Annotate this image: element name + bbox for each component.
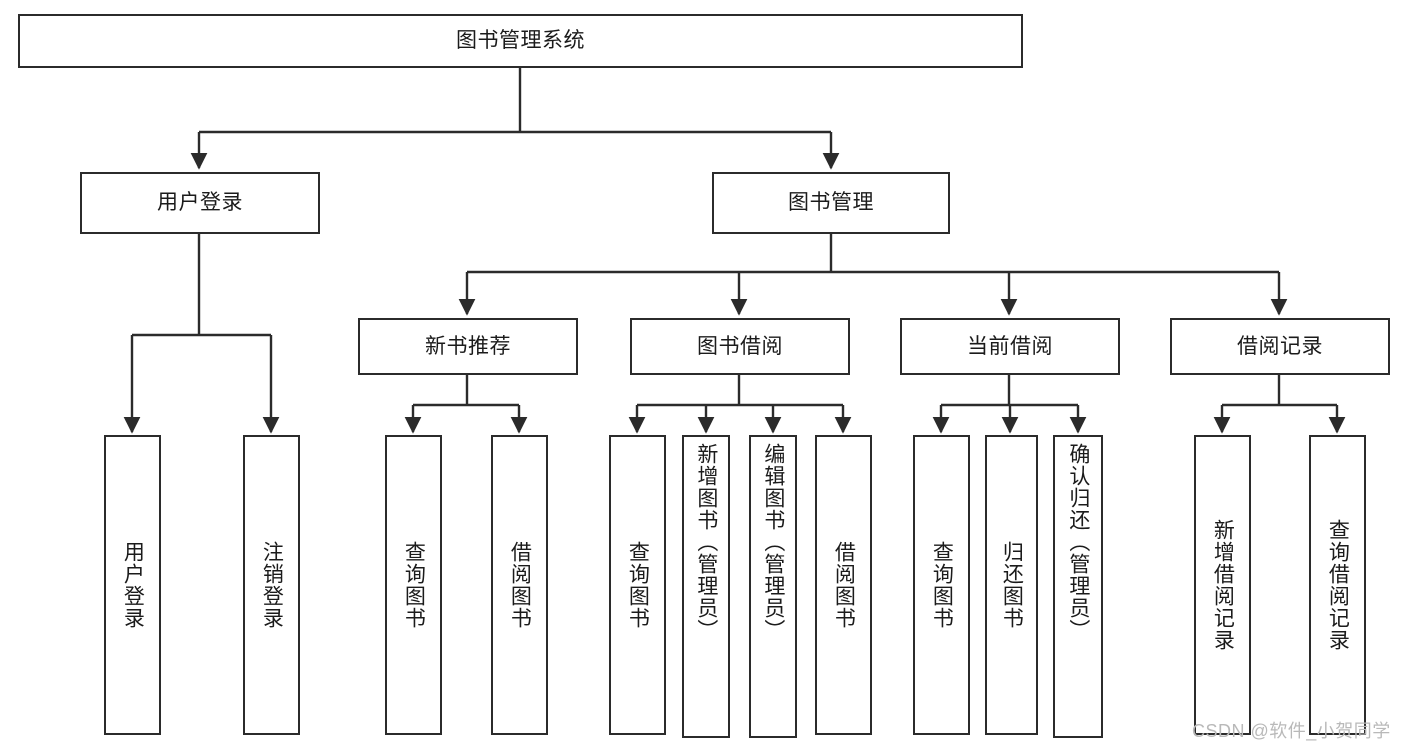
node-leaf-confirm-return-admin[interactable]: 确认归还（管理员） bbox=[1053, 435, 1103, 738]
node-leaf-query-book-new[interactable]: 查询图书 bbox=[385, 435, 442, 735]
node-label: 查询图书 bbox=[930, 541, 954, 629]
node-label: 新增图书（管理员） bbox=[694, 443, 718, 641]
node-label: 借阅图书 bbox=[508, 541, 532, 629]
node-leaf-user-login[interactable]: 用户登录 bbox=[104, 435, 161, 735]
node-leaf-query-book-borrow[interactable]: 查询图书 bbox=[609, 435, 666, 735]
node-label: 新增借阅记录 bbox=[1211, 519, 1235, 651]
node-leaf-return-book[interactable]: 归还图书 bbox=[985, 435, 1038, 735]
node-leaf-add-borrow-record[interactable]: 新增借阅记录 bbox=[1194, 435, 1251, 735]
node-leaf-borrow-book[interactable]: 借阅图书 bbox=[815, 435, 872, 735]
node-leaf-add-book-admin[interactable]: 新增图书（管理员） bbox=[682, 435, 730, 738]
node-leaf-borrow-book-new[interactable]: 借阅图书 bbox=[491, 435, 548, 735]
node-label: 归还图书 bbox=[1000, 541, 1024, 629]
node-label: 借阅图书 bbox=[832, 541, 856, 629]
node-user-login[interactable]: 用户登录 bbox=[80, 172, 320, 234]
node-group-book-borrow[interactable]: 图书借阅 bbox=[630, 318, 850, 375]
node-leaf-query-borrow-record[interactable]: 查询借阅记录 bbox=[1309, 435, 1366, 735]
node-leaf-query-book-current[interactable]: 查询图书 bbox=[913, 435, 970, 735]
node-root-book-management-system[interactable]: 图书管理系统 bbox=[18, 14, 1023, 68]
node-label: 图书借阅 bbox=[697, 334, 783, 358]
node-label: 编辑图书（管理员） bbox=[761, 443, 785, 641]
watermark-csdn: CSDN @软件_小贺同学 bbox=[1192, 721, 1391, 741]
node-book-management[interactable]: 图书管理 bbox=[712, 172, 950, 234]
node-label: 用户登录 bbox=[121, 541, 145, 629]
node-group-borrow-record[interactable]: 借阅记录 bbox=[1170, 318, 1390, 375]
node-leaf-edit-book-admin[interactable]: 编辑图书（管理员） bbox=[749, 435, 797, 738]
node-label: 借阅记录 bbox=[1237, 334, 1323, 358]
node-group-current-borrow[interactable]: 当前借阅 bbox=[900, 318, 1120, 375]
node-label: 图书管理 bbox=[788, 191, 874, 215]
node-label: 图书管理系统 bbox=[456, 29, 585, 53]
node-label: 注销登录 bbox=[260, 541, 284, 629]
node-label: 新书推荐 bbox=[425, 334, 511, 358]
node-leaf-logout[interactable]: 注销登录 bbox=[243, 435, 300, 735]
node-label: 查询图书 bbox=[402, 541, 426, 629]
node-label: 查询借阅记录 bbox=[1326, 519, 1350, 651]
node-group-new-book-recommend[interactable]: 新书推荐 bbox=[358, 318, 578, 375]
node-label: 查询图书 bbox=[626, 541, 650, 629]
node-label: 确认归还（管理员） bbox=[1066, 443, 1090, 641]
node-label: 当前借阅 bbox=[967, 334, 1053, 358]
node-label: 用户登录 bbox=[157, 191, 243, 215]
